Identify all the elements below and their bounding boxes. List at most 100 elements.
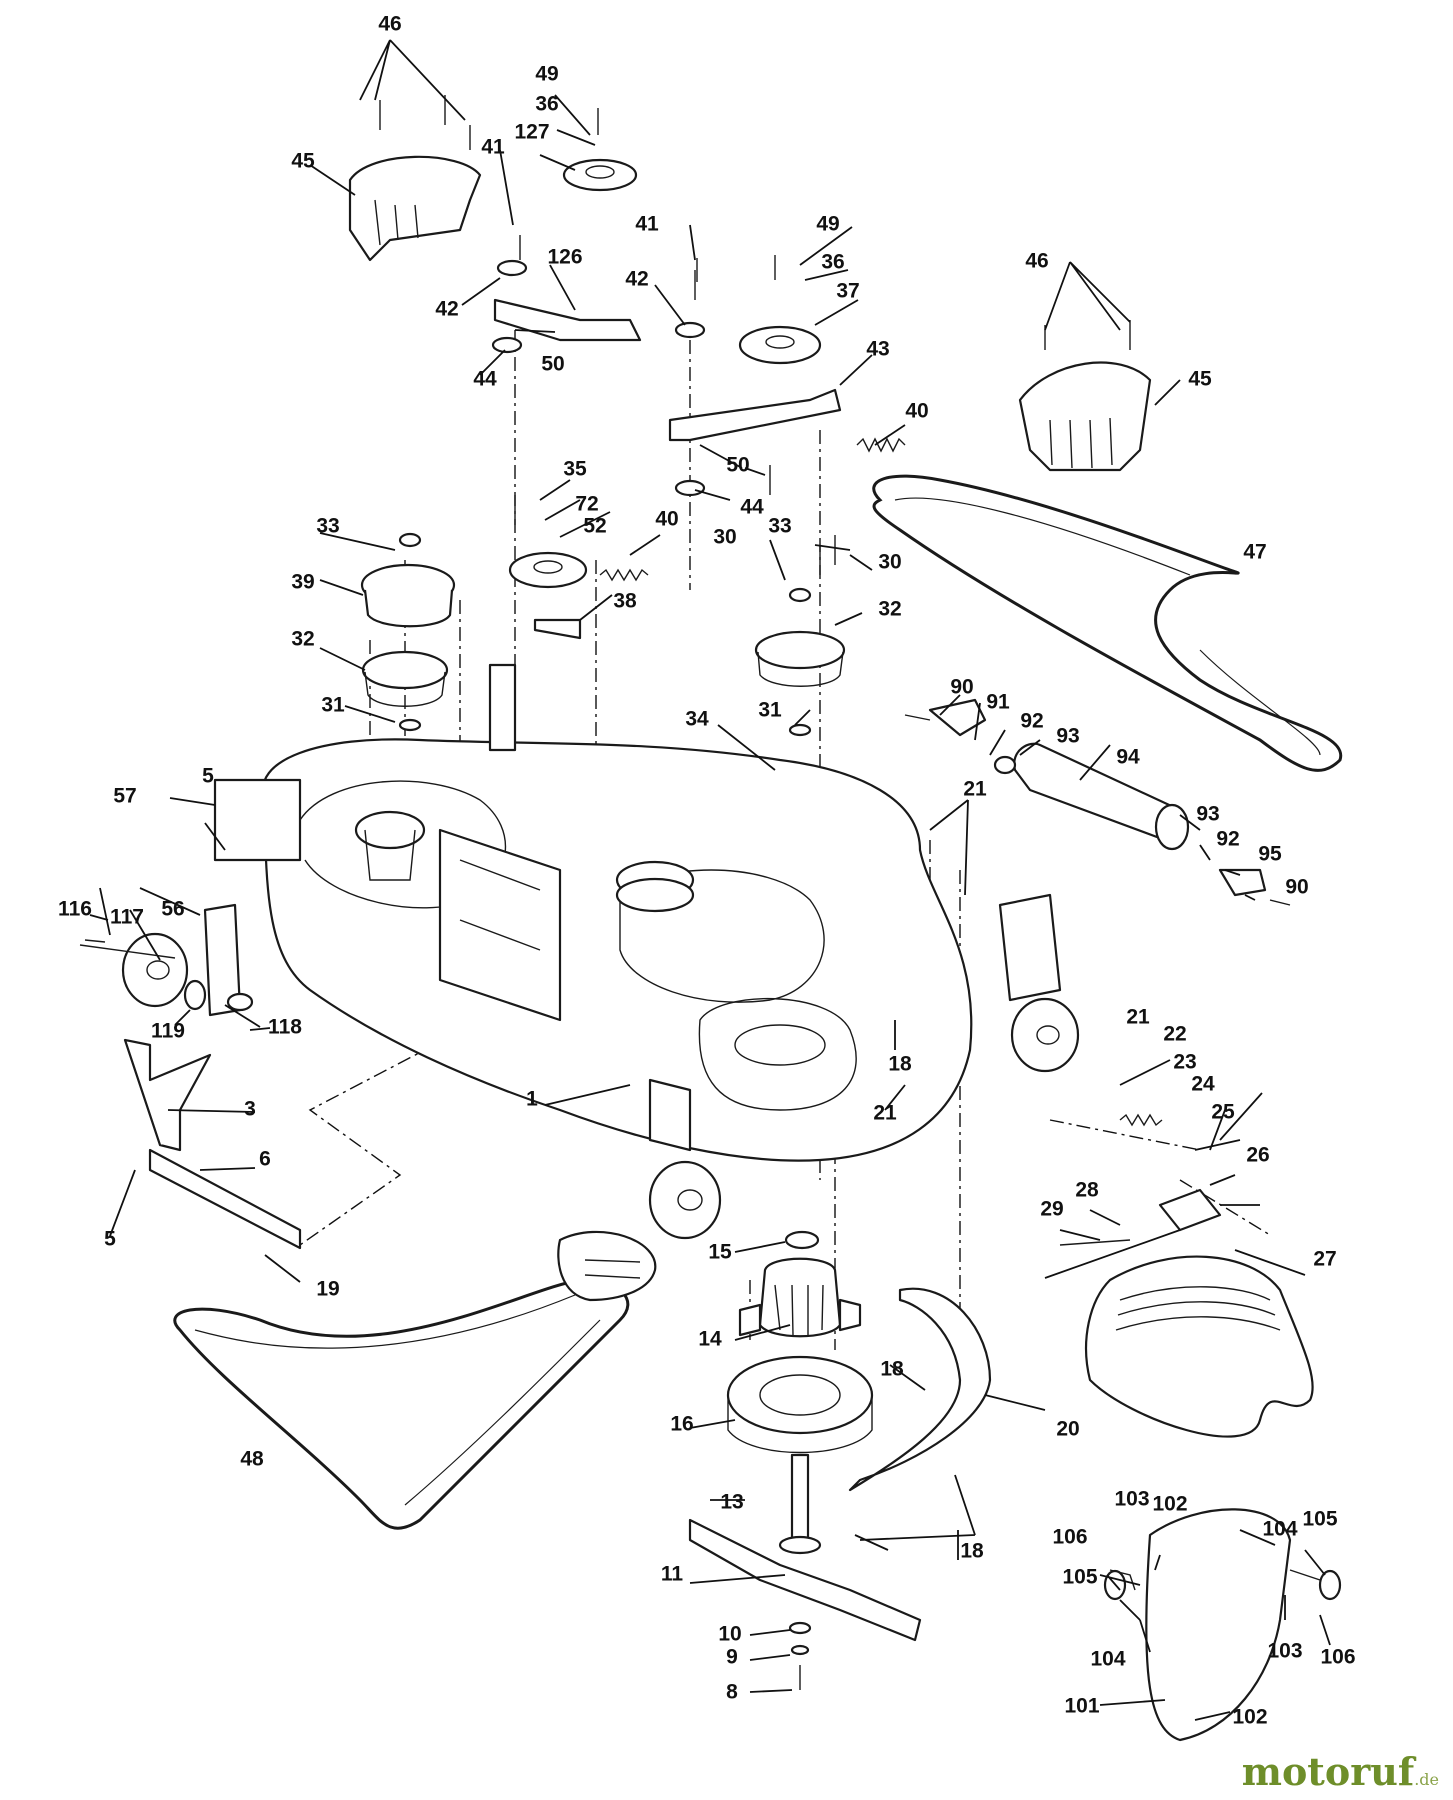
callout-40: 40 [655,508,678,531]
callout-13: 13 [720,1491,743,1514]
deck-baffle [848,1287,992,1492]
callout-44: 44 [740,496,764,519]
callout-95: 95 [1258,843,1282,866]
callout-104: 104 [1262,1518,1297,1541]
callout-50: 50 [726,454,749,477]
deck-brackets [79,903,302,1250]
callout-5: 5 [202,765,214,788]
callout-35: 35 [563,458,587,481]
callout-72: 72 [575,493,598,516]
callout-3: 3 [244,1098,256,1121]
callout-36: 36 [535,93,558,116]
callout-29: 29 [1040,1198,1063,1221]
callout-92: 92 [1216,828,1239,851]
callout-41: 41 [635,213,659,236]
callout-118: 118 [268,1016,302,1039]
callout-16: 16 [670,1413,693,1436]
callout-46: 46 [378,13,401,36]
callout-117: 117 [110,906,144,929]
watermark-brand: motoruf [1241,1749,1415,1794]
callout-8: 8 [726,1681,738,1704]
callout-126: 126 [547,246,582,269]
callout-42: 42 [435,298,458,321]
callout-20: 20 [1056,1418,1079,1441]
callout-50: 50 [541,353,564,376]
callout-30: 30 [878,551,901,574]
callout-9: 9 [726,1646,738,1669]
callout-102: 102 [1152,1493,1187,1516]
drive-pulley-assembly [557,1230,657,1302]
callout-21: 21 [1126,1006,1150,1029]
callout-18: 18 [960,1540,984,1563]
callout-25: 25 [1211,1101,1235,1124]
callout-41: 41 [481,136,505,159]
callout-104: 104 [1090,1648,1125,1671]
callout-102: 102 [1232,1706,1267,1729]
callout-91: 91 [986,691,1010,714]
callout-47: 47 [1243,541,1266,564]
callout-94: 94 [1116,746,1140,769]
callout-92: 92 [1020,710,1043,733]
callout-31: 31 [758,699,782,722]
callout-15: 15 [708,1241,732,1264]
callout-34: 34 [685,708,709,731]
washers-and-hardware [379,95,1131,737]
leader-lines [89,39,1331,1721]
mower-deck-housing [213,663,1062,1162]
callout-45: 45 [1188,368,1212,391]
callout-46: 46 [1025,250,1048,273]
watermark-suffix: .de [1414,1770,1439,1789]
callout-105: 105 [1062,1566,1097,1589]
callout-106: 106 [1320,1646,1355,1669]
callout-labels: 1 3 5 5 6 8 9 10 11 13 14 15 16 18 18 18… [58,13,1355,1729]
belt-48 [173,1278,630,1530]
callout-90: 90 [950,676,973,699]
callout-14: 14 [698,1328,722,1351]
callout-18: 18 [888,1053,912,1076]
callout-23: 23 [1173,1051,1196,1074]
callout-28: 28 [1075,1179,1099,1202]
callout-42: 42 [625,268,648,291]
tension-springs [599,437,1163,1127]
callout-127: 127 [514,121,549,144]
callout-93: 93 [1056,725,1079,748]
callout-10: 10 [718,1623,741,1646]
callout-101: 101 [1064,1695,1099,1718]
callout-49: 49 [816,213,839,236]
callout-106: 106 [1052,1526,1087,1549]
callout-18: 18 [880,1358,904,1381]
callout-27: 27 [1313,1248,1336,1271]
callout-93: 93 [1196,803,1219,826]
callout-48: 48 [240,1448,264,1471]
callout-105: 105 [1302,1508,1337,1531]
callout-21: 21 [963,778,987,801]
callout-37: 37 [836,280,859,303]
callout-40: 40 [905,400,928,423]
discharge-chute [1059,1188,1314,1438]
callout-49: 49 [535,63,558,86]
callout-5: 5 [104,1228,116,1251]
deck-wheels [121,932,1080,1240]
callout-32: 32 [291,628,314,651]
callout-30: 30 [713,526,736,549]
callout-90: 90 [1285,876,1308,899]
callout-24: 24 [1191,1073,1215,1096]
callout-26: 26 [1246,1144,1269,1167]
callout-22: 22 [1163,1023,1186,1046]
mulch-plug-assembly [904,698,1291,906]
callout-36: 36 [821,251,844,274]
wheel-117-assembly [84,939,207,1011]
callout-45: 45 [291,150,315,173]
callout-19: 19 [316,1278,339,1301]
callout-103: 103 [1114,1488,1149,1511]
callout-31: 31 [321,694,345,717]
callout-43: 43 [866,338,889,361]
deflector-plate [1103,1508,1342,1742]
callout-116: 116 [58,898,92,921]
callout-57: 57 [113,785,136,808]
callout-44: 44 [473,368,497,391]
callout-32: 32 [878,598,901,621]
callout-39: 39 [291,571,314,594]
callout-52: 52 [583,515,606,538]
